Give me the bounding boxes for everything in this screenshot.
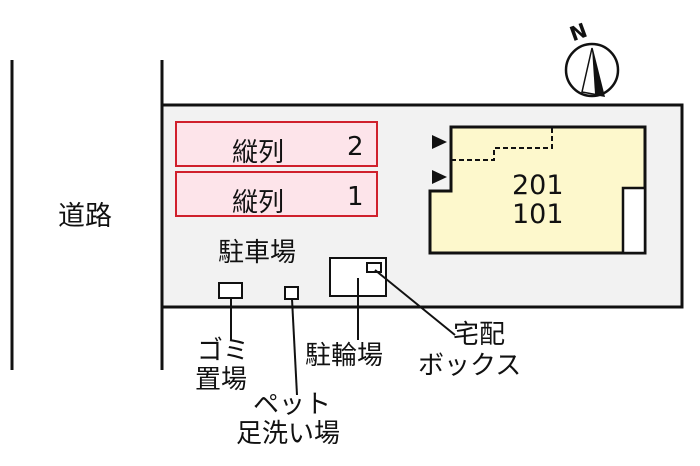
parking-space-number: 1 <box>347 182 364 212</box>
entrance-arrow-icon <box>432 170 447 184</box>
unit-201: 201 <box>512 170 564 201</box>
delivery-box-label-1: 宅配 <box>453 320 506 350</box>
parking-space-number: 2 <box>347 132 364 162</box>
delivery-box-label-2: ボックス <box>418 351 522 381</box>
entrance-arrow-icon <box>432 135 447 149</box>
delivery-box <box>366 262 382 273</box>
pet-label-1: ペット <box>253 390 332 420</box>
garbage-label-1: ゴミ <box>197 336 250 366</box>
road-label: 道路 <box>58 201 112 232</box>
bicycle-label: 駐輪場 <box>305 341 384 371</box>
garbage-area <box>218 282 243 299</box>
pet-wash-area <box>284 286 299 300</box>
parking-space-1: 縦列 1 <box>175 171 378 218</box>
parking-space-2: 縦列 2 <box>175 121 378 168</box>
leader-line <box>291 298 298 396</box>
pet-label-2: 足洗い場 <box>236 419 341 449</box>
north-compass-icon <box>564 42 620 98</box>
garbage-label-2: 置場 <box>195 365 248 395</box>
upper-floor-outline <box>451 127 553 161</box>
parking-space-name: 縦列 <box>232 188 285 218</box>
building-annex <box>621 186 647 255</box>
parking-space-name: 縦列 <box>232 138 285 168</box>
leader-line <box>374 269 456 336</box>
building <box>428 125 647 255</box>
parking-label: 駐車場 <box>218 238 297 268</box>
unit-101: 101 <box>512 199 564 230</box>
